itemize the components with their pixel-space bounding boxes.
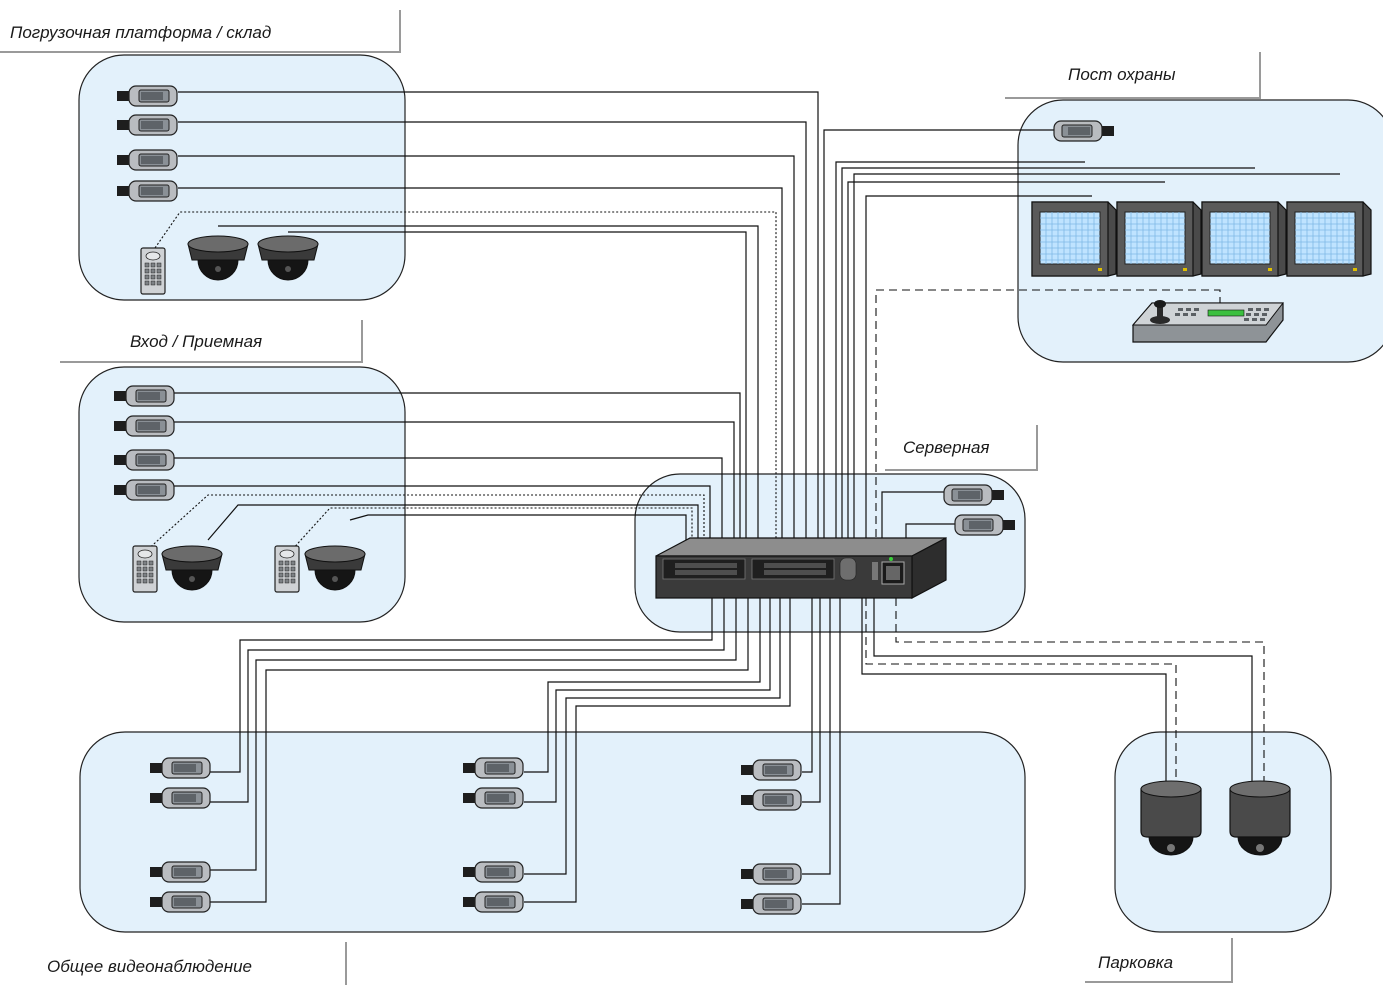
data-cables bbox=[144, 211, 777, 556]
access-keypad-icon[interactable] bbox=[274, 545, 300, 593]
zone-label-guard-post: Пост охраны bbox=[1068, 65, 1176, 84]
monitor-icon[interactable] bbox=[1116, 201, 1202, 277]
monitor-icon[interactable] bbox=[1286, 201, 1372, 277]
access-keypad-icon[interactable] bbox=[132, 545, 158, 593]
video-cables bbox=[173, 91, 1340, 905]
access-keypad-icon[interactable] bbox=[140, 247, 166, 295]
zone-label-entrance: Вход / Приемная bbox=[130, 332, 262, 351]
control-cables bbox=[865, 289, 1265, 782]
network-video-recorder-icon[interactable] bbox=[655, 537, 947, 599]
zone-label-parking: Парковка bbox=[1098, 953, 1173, 972]
zone-label-server-room: Серверная bbox=[903, 438, 990, 457]
label-brackets bbox=[0, 10, 1261, 985]
zone-label-general-surveillance: Общее видеонаблюдение bbox=[47, 957, 252, 976]
monitor-icon[interactable] bbox=[1031, 201, 1117, 277]
ptz-controller-keyboard-icon[interactable] bbox=[1131, 300, 1285, 343]
zone-label-loading-dock: Погрузочная платформа / склад bbox=[10, 23, 271, 42]
monitor-icon[interactable] bbox=[1201, 201, 1287, 277]
